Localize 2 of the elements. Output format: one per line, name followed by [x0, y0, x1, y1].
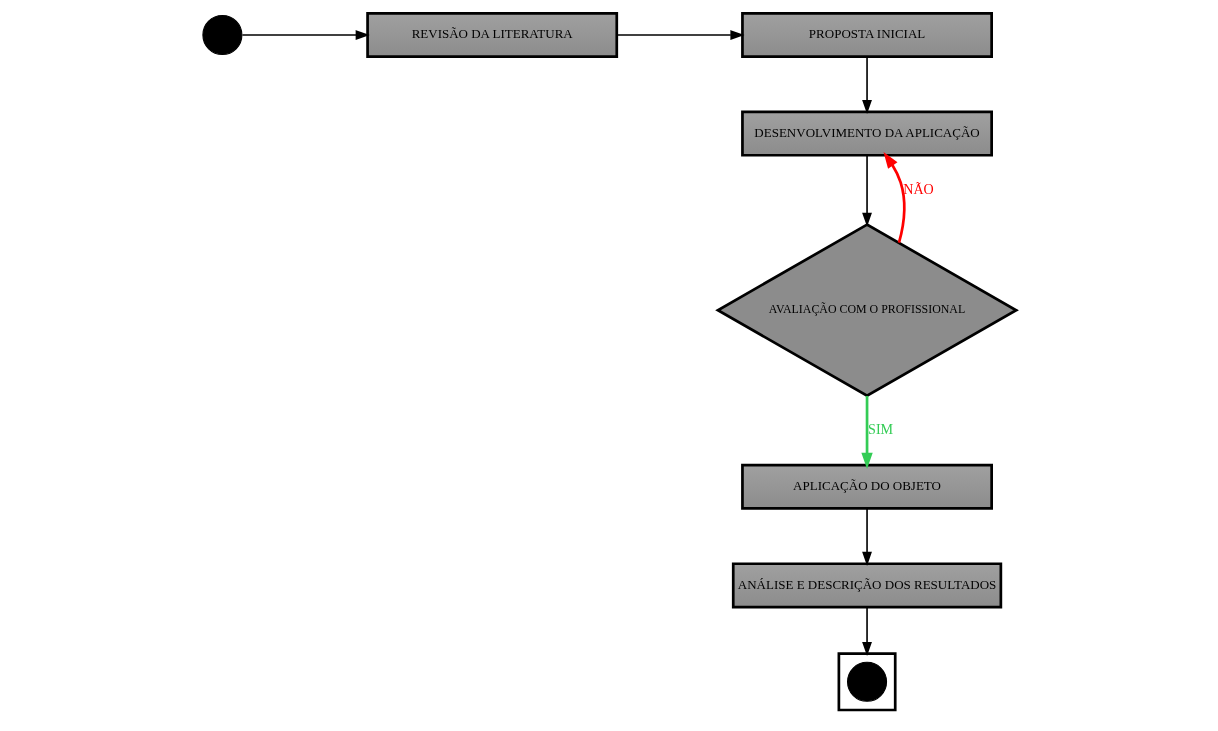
- edge-label: SIM: [867, 420, 893, 437]
- edge-label: NÃO: [902, 180, 934, 197]
